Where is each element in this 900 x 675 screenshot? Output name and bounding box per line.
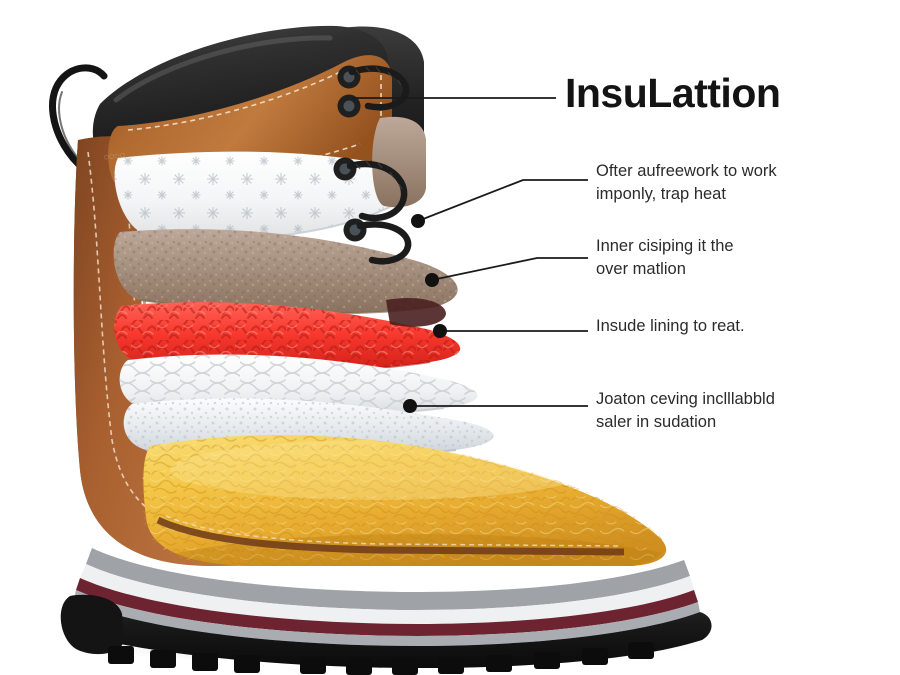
midsole-gray-top [86, 548, 690, 610]
leather-eyestay-stitch-top [127, 67, 349, 131]
midsole-gray-lower [74, 590, 700, 646]
annotation-text-3: Insude lining to reat. [596, 317, 745, 335]
outsole-heel-block [60, 594, 124, 655]
lace-1 [348, 65, 410, 111]
annotation-text-1: Ofter aufreework to work imponly, trap h… [596, 162, 777, 203]
lace-3 [356, 221, 412, 265]
lace-2 [346, 160, 408, 222]
annotation-text-2: Inner cisiping it the over matlion [596, 237, 734, 278]
leather-welt [156, 516, 625, 556]
tongue-shadow-wedge [386, 297, 446, 327]
page-title: InsuLattion [565, 70, 781, 116]
outsole-lugs [108, 642, 654, 675]
midsole-white [80, 564, 694, 624]
eyelet-group [333, 65, 412, 265]
welt-stitch [165, 515, 621, 547]
midsole-maroon [76, 578, 698, 636]
outsole [60, 600, 712, 668]
collar-pad-highlight [113, 35, 333, 103]
leather-shaft-stitch-outer [87, 151, 207, 533]
annotation-text-4: Joaton ceving inclllabbld saler in sudat… [596, 390, 775, 431]
taupe-collar-wedge [372, 116, 426, 208]
